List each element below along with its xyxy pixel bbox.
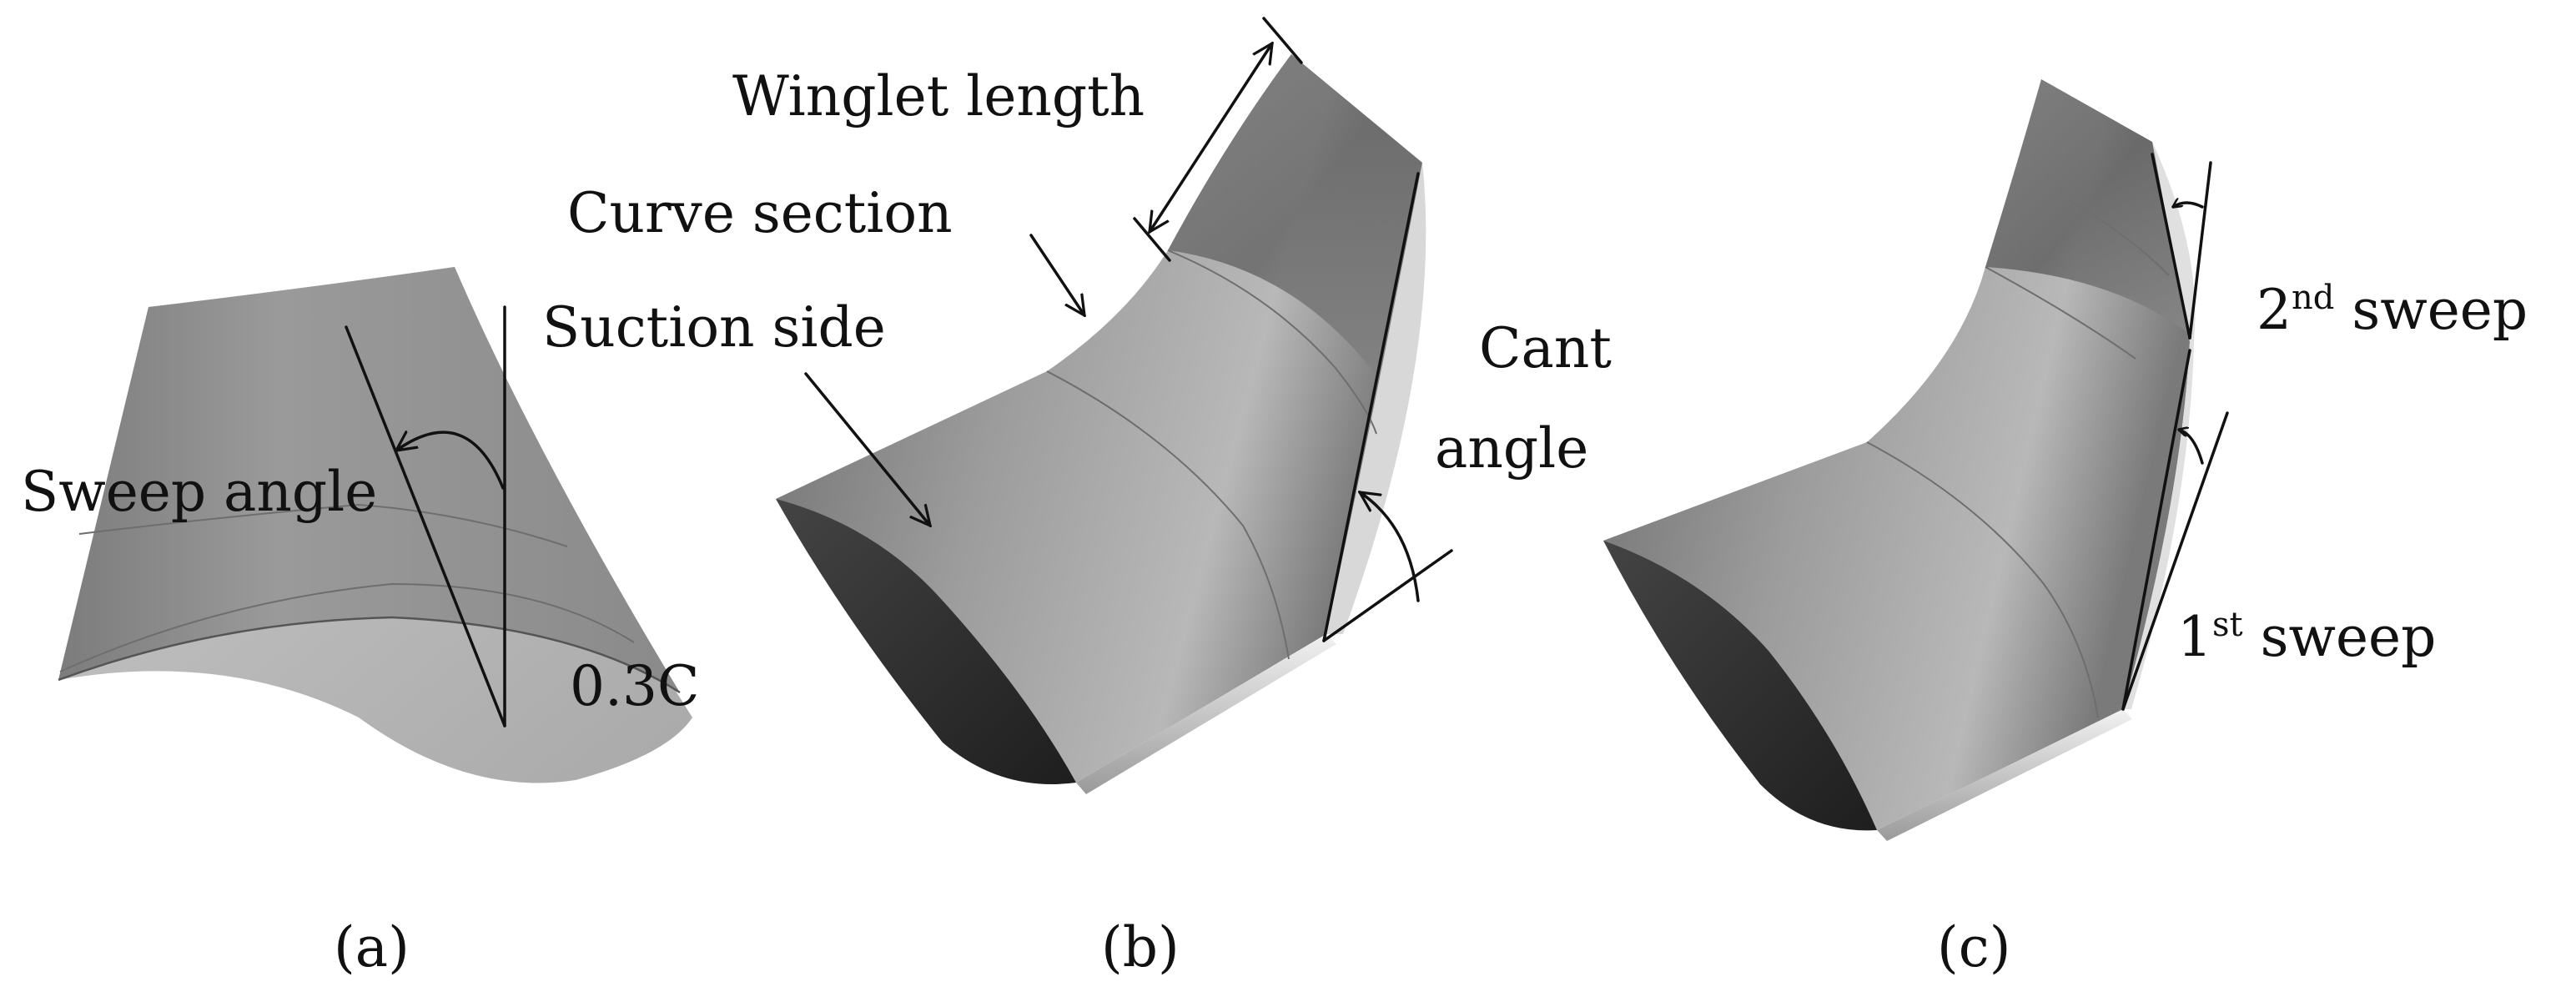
winglet-length-arrow xyxy=(1150,43,1272,232)
winglet-length-tick-bottom xyxy=(1133,217,1171,262)
panel-b-caption: (b) xyxy=(1101,915,1180,979)
second-sweep-surface-line xyxy=(2151,153,2191,340)
sweep-angle-label: Sweep angle xyxy=(21,460,377,524)
second-sweep-reference-line xyxy=(2188,161,2212,340)
curve-section-arrow xyxy=(1029,234,1084,315)
sweep-reference-line xyxy=(345,325,506,728)
panel-a-caption: (a) xyxy=(334,915,410,979)
winglet-length-label: Winglet length xyxy=(732,64,1145,128)
first-sweep-arc xyxy=(2179,430,2204,465)
second-sweep-arc xyxy=(2173,203,2204,207)
panel-c-caption: (c) xyxy=(1937,915,2010,979)
cant-label-line2: angle xyxy=(1435,416,1588,481)
curve-section-label: Curve section xyxy=(567,181,953,245)
sweep-angle-arc xyxy=(396,432,505,490)
cant-label-line1: Cant xyxy=(1479,316,1612,380)
panel-a: Sweep angle 0.3C (a) xyxy=(21,267,699,979)
winglet-surface-a xyxy=(58,267,692,783)
chord-fraction-label: 0.3C xyxy=(570,654,699,718)
first-sweep-reference-line xyxy=(2121,411,2229,711)
cant-horizontal-line xyxy=(1322,549,1453,642)
second-sweep-label: 2nd sweep xyxy=(2257,278,2528,342)
first-sweep-label: 1st sweep xyxy=(2177,605,2436,669)
winglet-length-tick-top xyxy=(1262,17,1303,64)
cant-angle-arc xyxy=(1360,492,1420,602)
winglet-surface-b xyxy=(776,54,1426,794)
cant-reference-line xyxy=(1322,172,1420,642)
suction-side-arrow xyxy=(804,372,930,526)
first-sweep-surface-line xyxy=(2121,349,2191,711)
winglet-surface-c xyxy=(1603,79,2196,841)
panel-c: 2nd sweep 1st sweep (c) xyxy=(1603,79,2528,979)
suction-side-label: Suction side xyxy=(542,295,886,360)
panel-b: Winglet length Curve section Suction sid… xyxy=(542,17,1612,979)
